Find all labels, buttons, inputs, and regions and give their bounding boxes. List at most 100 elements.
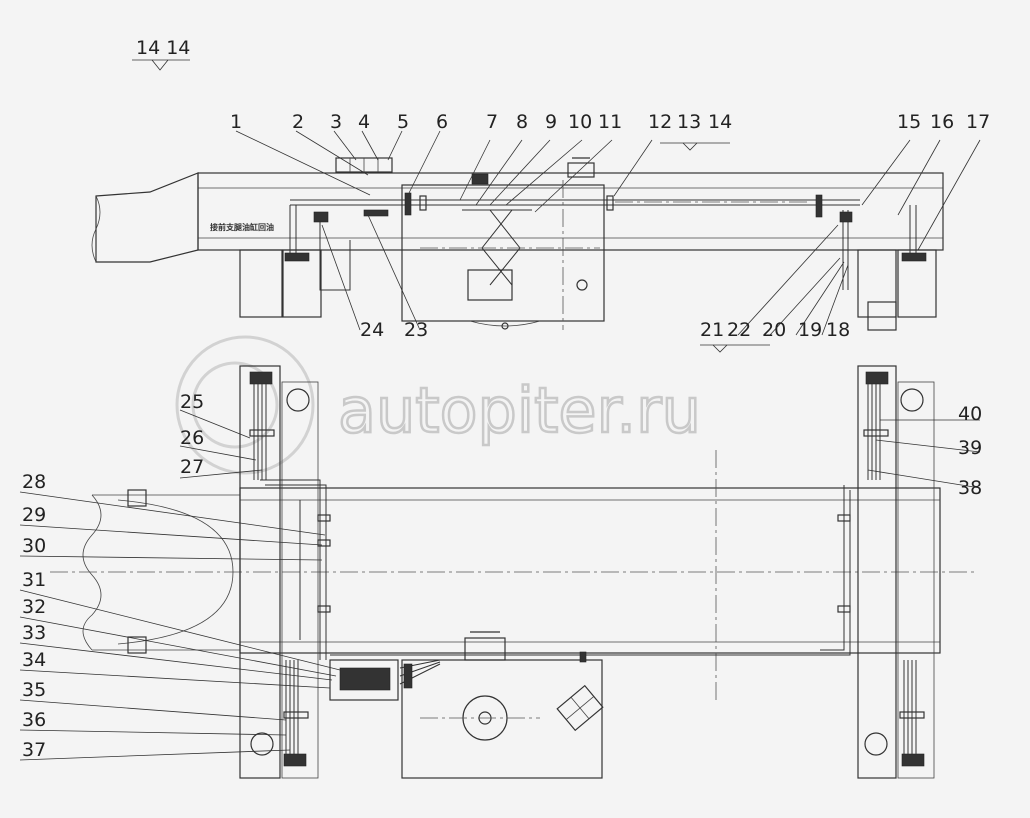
rear-cyl-lower <box>901 753 925 767</box>
clamp-front-upper <box>249 429 275 437</box>
view-label-arrow <box>151 59 169 71</box>
rear-lower-hoses <box>903 660 917 754</box>
rear-fitting <box>815 194 823 218</box>
watermark-text: autopiter.ru <box>338 374 701 447</box>
callout-38: 38 <box>958 477 982 499</box>
front-trunk-1 <box>260 479 321 660</box>
valve-spools <box>339 667 391 691</box>
clamp-rear-lower <box>899 711 925 719</box>
callout-7: 7 <box>486 111 498 133</box>
front-bracket-top <box>127 489 147 507</box>
callout-11: 11 <box>598 111 622 133</box>
suction-pipe-left <box>462 209 514 286</box>
callout-27: 27 <box>180 456 204 478</box>
callout-6: 6 <box>436 111 448 133</box>
tee-fitting-rear <box>839 211 853 223</box>
leader-lines <box>19 130 981 761</box>
callout-15: 15 <box>897 111 921 133</box>
suction-filter-icon <box>467 269 513 301</box>
callout-numbers: 1 2 3 4 5 6 7 8 9 10 11 12 13 14 15 16 1… <box>22 111 990 761</box>
clamp-31 <box>317 605 331 613</box>
callout-39: 39 <box>958 437 982 459</box>
callout-33: 33 <box>22 622 46 644</box>
breather-plan <box>464 637 506 661</box>
cab-curve <box>117 499 234 645</box>
rear-trunk-1 <box>820 485 845 651</box>
watermark-logo-ring <box>175 335 315 475</box>
outrigger-housing-rear-right <box>897 249 937 318</box>
rear-pad <box>867 301 897 331</box>
front-outrigger-box <box>281 381 319 779</box>
front-outrigger-beam <box>239 365 281 779</box>
callout-21: 21 <box>700 319 724 341</box>
rear-cyl-upper <box>865 371 889 385</box>
front-trunk-2 <box>265 484 327 660</box>
callout-5: 5 <box>397 111 409 133</box>
rear-jack-upper-icon <box>900 388 924 412</box>
clamp-29 <box>317 514 331 522</box>
coupling-rear <box>901 252 927 262</box>
break-line-plan <box>82 494 102 651</box>
callout-34: 34 <box>22 649 46 671</box>
callout-36: 36 <box>22 709 46 731</box>
callout-10: 10 <box>568 111 592 133</box>
callout-22: 22 <box>727 319 751 341</box>
callout-19: 19 <box>798 319 822 341</box>
clamp-30 <box>317 539 331 547</box>
callout-23: 23 <box>404 319 428 341</box>
tee-fitting <box>363 209 389 217</box>
side-elevation-view: 接前支腿油缸回油 <box>91 157 944 331</box>
pipe-annotation: 接前支腿油缸回油 <box>210 222 274 232</box>
clamp-rear-upper <box>863 429 889 437</box>
outrigger-housing-front-left <box>239 249 283 318</box>
front-upper-hoses <box>253 384 267 480</box>
breather-cap-icon <box>567 162 595 178</box>
front-taper <box>95 172 199 263</box>
watermark-logo-inner <box>191 361 279 449</box>
front-bracket-bottom <box>127 636 147 654</box>
callout-17: 17 <box>966 111 990 133</box>
callout-4: 4 <box>358 111 370 133</box>
clamp-rear-1 <box>837 514 851 522</box>
callout-28: 28 <box>22 471 46 493</box>
callout-16: 16 <box>930 111 954 133</box>
outrigger-housing-rear-left <box>857 249 897 318</box>
front-cyl-upper <box>249 371 273 385</box>
callout-13: 13 <box>677 111 701 133</box>
bulkhead-fitting <box>404 192 412 216</box>
pipe-clamp-1 <box>419 195 427 211</box>
callout-35: 35 <box>22 679 46 701</box>
front-jack-upper-icon <box>286 388 310 412</box>
front-jack-lower-icon <box>250 732 274 756</box>
callout-26: 26 <box>180 427 204 449</box>
front-cyl-lower <box>283 753 307 767</box>
callout-31: 31 <box>22 569 46 591</box>
tank-plan <box>401 659 603 779</box>
callout-12: 12 <box>648 111 672 133</box>
valve-fitting-top <box>471 173 489 185</box>
callout-1: 1 <box>230 111 242 133</box>
level-gauge-icon <box>576 279 588 291</box>
coupling-front <box>284 252 310 262</box>
plan-view <box>50 365 975 779</box>
callout-32: 32 <box>22 596 46 618</box>
callout-40: 40 <box>958 403 982 425</box>
callout-8: 8 <box>516 111 528 133</box>
rear-outrigger-beam <box>857 365 897 779</box>
callout-14: 14 <box>708 111 732 133</box>
clamp-front-lower <box>283 711 309 719</box>
view-label: 14 14 <box>132 37 190 71</box>
tank-fitting <box>579 651 587 663</box>
outrigger-housing-front-right <box>282 249 322 318</box>
break-line-front <box>91 195 101 263</box>
rear-jack-lower-icon <box>864 732 888 756</box>
suction-pipe-right <box>488 209 532 286</box>
clamp-rear-2 <box>837 605 851 613</box>
watermark: autopiter.ru <box>175 335 702 475</box>
callout-9: 9 <box>545 111 557 133</box>
valve-outlet-fitting <box>403 663 413 689</box>
callout-3: 3 <box>330 111 342 133</box>
rear-trunk-2 <box>820 490 851 656</box>
